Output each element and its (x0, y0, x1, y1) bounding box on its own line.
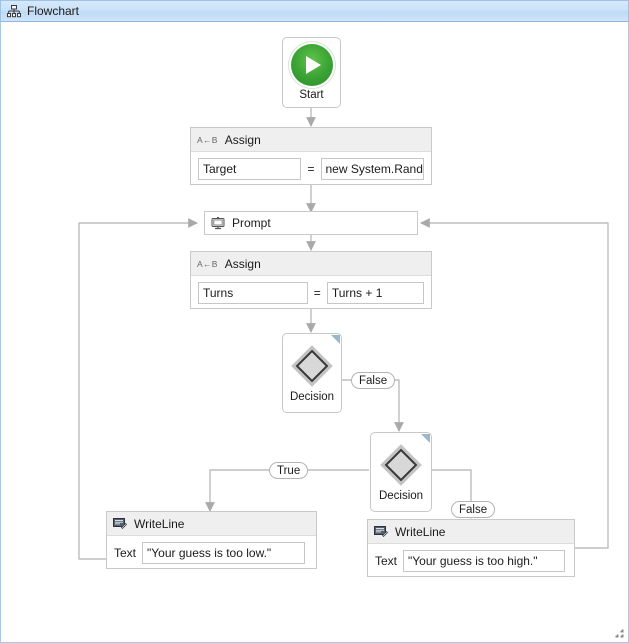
assign-target-header: A←B Assign (191, 128, 431, 152)
window-title-bar[interactable]: Flowchart (0, 0, 629, 22)
connector-label-decision-two-true: True (269, 462, 309, 479)
assign-turns-title: Assign (224, 256, 261, 271)
prompt-display-icon (211, 216, 225, 230)
writeline-high-header: WriteLine (368, 520, 574, 544)
decision-diamond-icon (290, 344, 334, 388)
assign-target-operator: = (307, 162, 315, 176)
assign-target-value-field[interactable]: new System.Randor (320, 158, 424, 180)
writeline-high-field-label: Text (375, 554, 398, 568)
assign-a-to-b-icon: A←B (197, 258, 218, 269)
play-circle-icon (290, 44, 333, 86)
writeline-high-body: Text "Your guess is too high." (368, 544, 574, 578)
decision-two-label: Decision (378, 489, 424, 502)
node-decision-two[interactable]: Decision (370, 432, 432, 512)
writeline-high-text-field[interactable]: "Your guess is too high." (403, 550, 566, 572)
writeline-low-body: Text "Your guess is too low." (107, 536, 316, 570)
assign-turns-to-field[interactable]: Turns (198, 282, 308, 304)
writeline-low-text-field[interactable]: "Your guess is too low." (142, 542, 306, 564)
assign-turns-operator: = (313, 286, 321, 300)
assign-a-to-b-icon: A←B (197, 134, 218, 145)
node-writeline-high[interactable]: WriteLine Text "Your guess is too high." (367, 519, 575, 577)
assign-target-body: Target = new System.Randor (191, 152, 431, 186)
node-decision-one[interactable]: Decision (282, 333, 342, 413)
assign-turns-header: A←B Assign (191, 252, 431, 276)
prompt-title: Prompt (232, 216, 271, 230)
connector-loopback-right (420, 218, 609, 549)
writeline-high-title: WriteLine (395, 524, 446, 539)
writeline-low-field-label: Text (114, 546, 137, 560)
assign-target-title: Assign (224, 132, 261, 147)
window-title-label: Flowchart (27, 4, 80, 18)
node-writeline-low[interactable]: WriteLine Text "Your guess is too low." (106, 511, 317, 569)
collapse-corner-icon[interactable] (421, 434, 430, 443)
writeline-icon (113, 517, 127, 530)
node-prompt[interactable]: Prompt (204, 211, 418, 235)
collapse-corner-icon[interactable] (331, 335, 340, 344)
node-assign-turns[interactable]: A←B Assign Turns = Turns + 1 (190, 251, 432, 309)
node-assign-target[interactable]: A←B Assign Target = new System.Randor (190, 127, 432, 185)
writeline-low-title: WriteLine (134, 516, 185, 531)
writeline-icon (374, 525, 388, 538)
decision-one-label: Decision (289, 390, 335, 403)
flowchart-org-chart-icon (7, 4, 21, 18)
start-label: Start (299, 89, 324, 101)
assign-turns-body: Turns = Turns + 1 (191, 276, 431, 310)
connector-label-decision-one-false: False (351, 372, 396, 389)
connector-label-decision-two-false: False (451, 501, 496, 518)
assign-target-to-field[interactable]: Target (198, 158, 302, 180)
connector-loopback-left (78, 218, 198, 560)
writeline-low-header: WriteLine (107, 512, 316, 536)
flowchart-canvas[interactable]: Start A←B Assign Target = new System.Ran… (0, 22, 629, 643)
decision-diamond-icon (379, 443, 423, 487)
node-start[interactable]: Start (282, 37, 341, 108)
assign-turns-value-field[interactable]: Turns + 1 (326, 282, 424, 304)
resize-grip-icon[interactable] (612, 626, 625, 639)
